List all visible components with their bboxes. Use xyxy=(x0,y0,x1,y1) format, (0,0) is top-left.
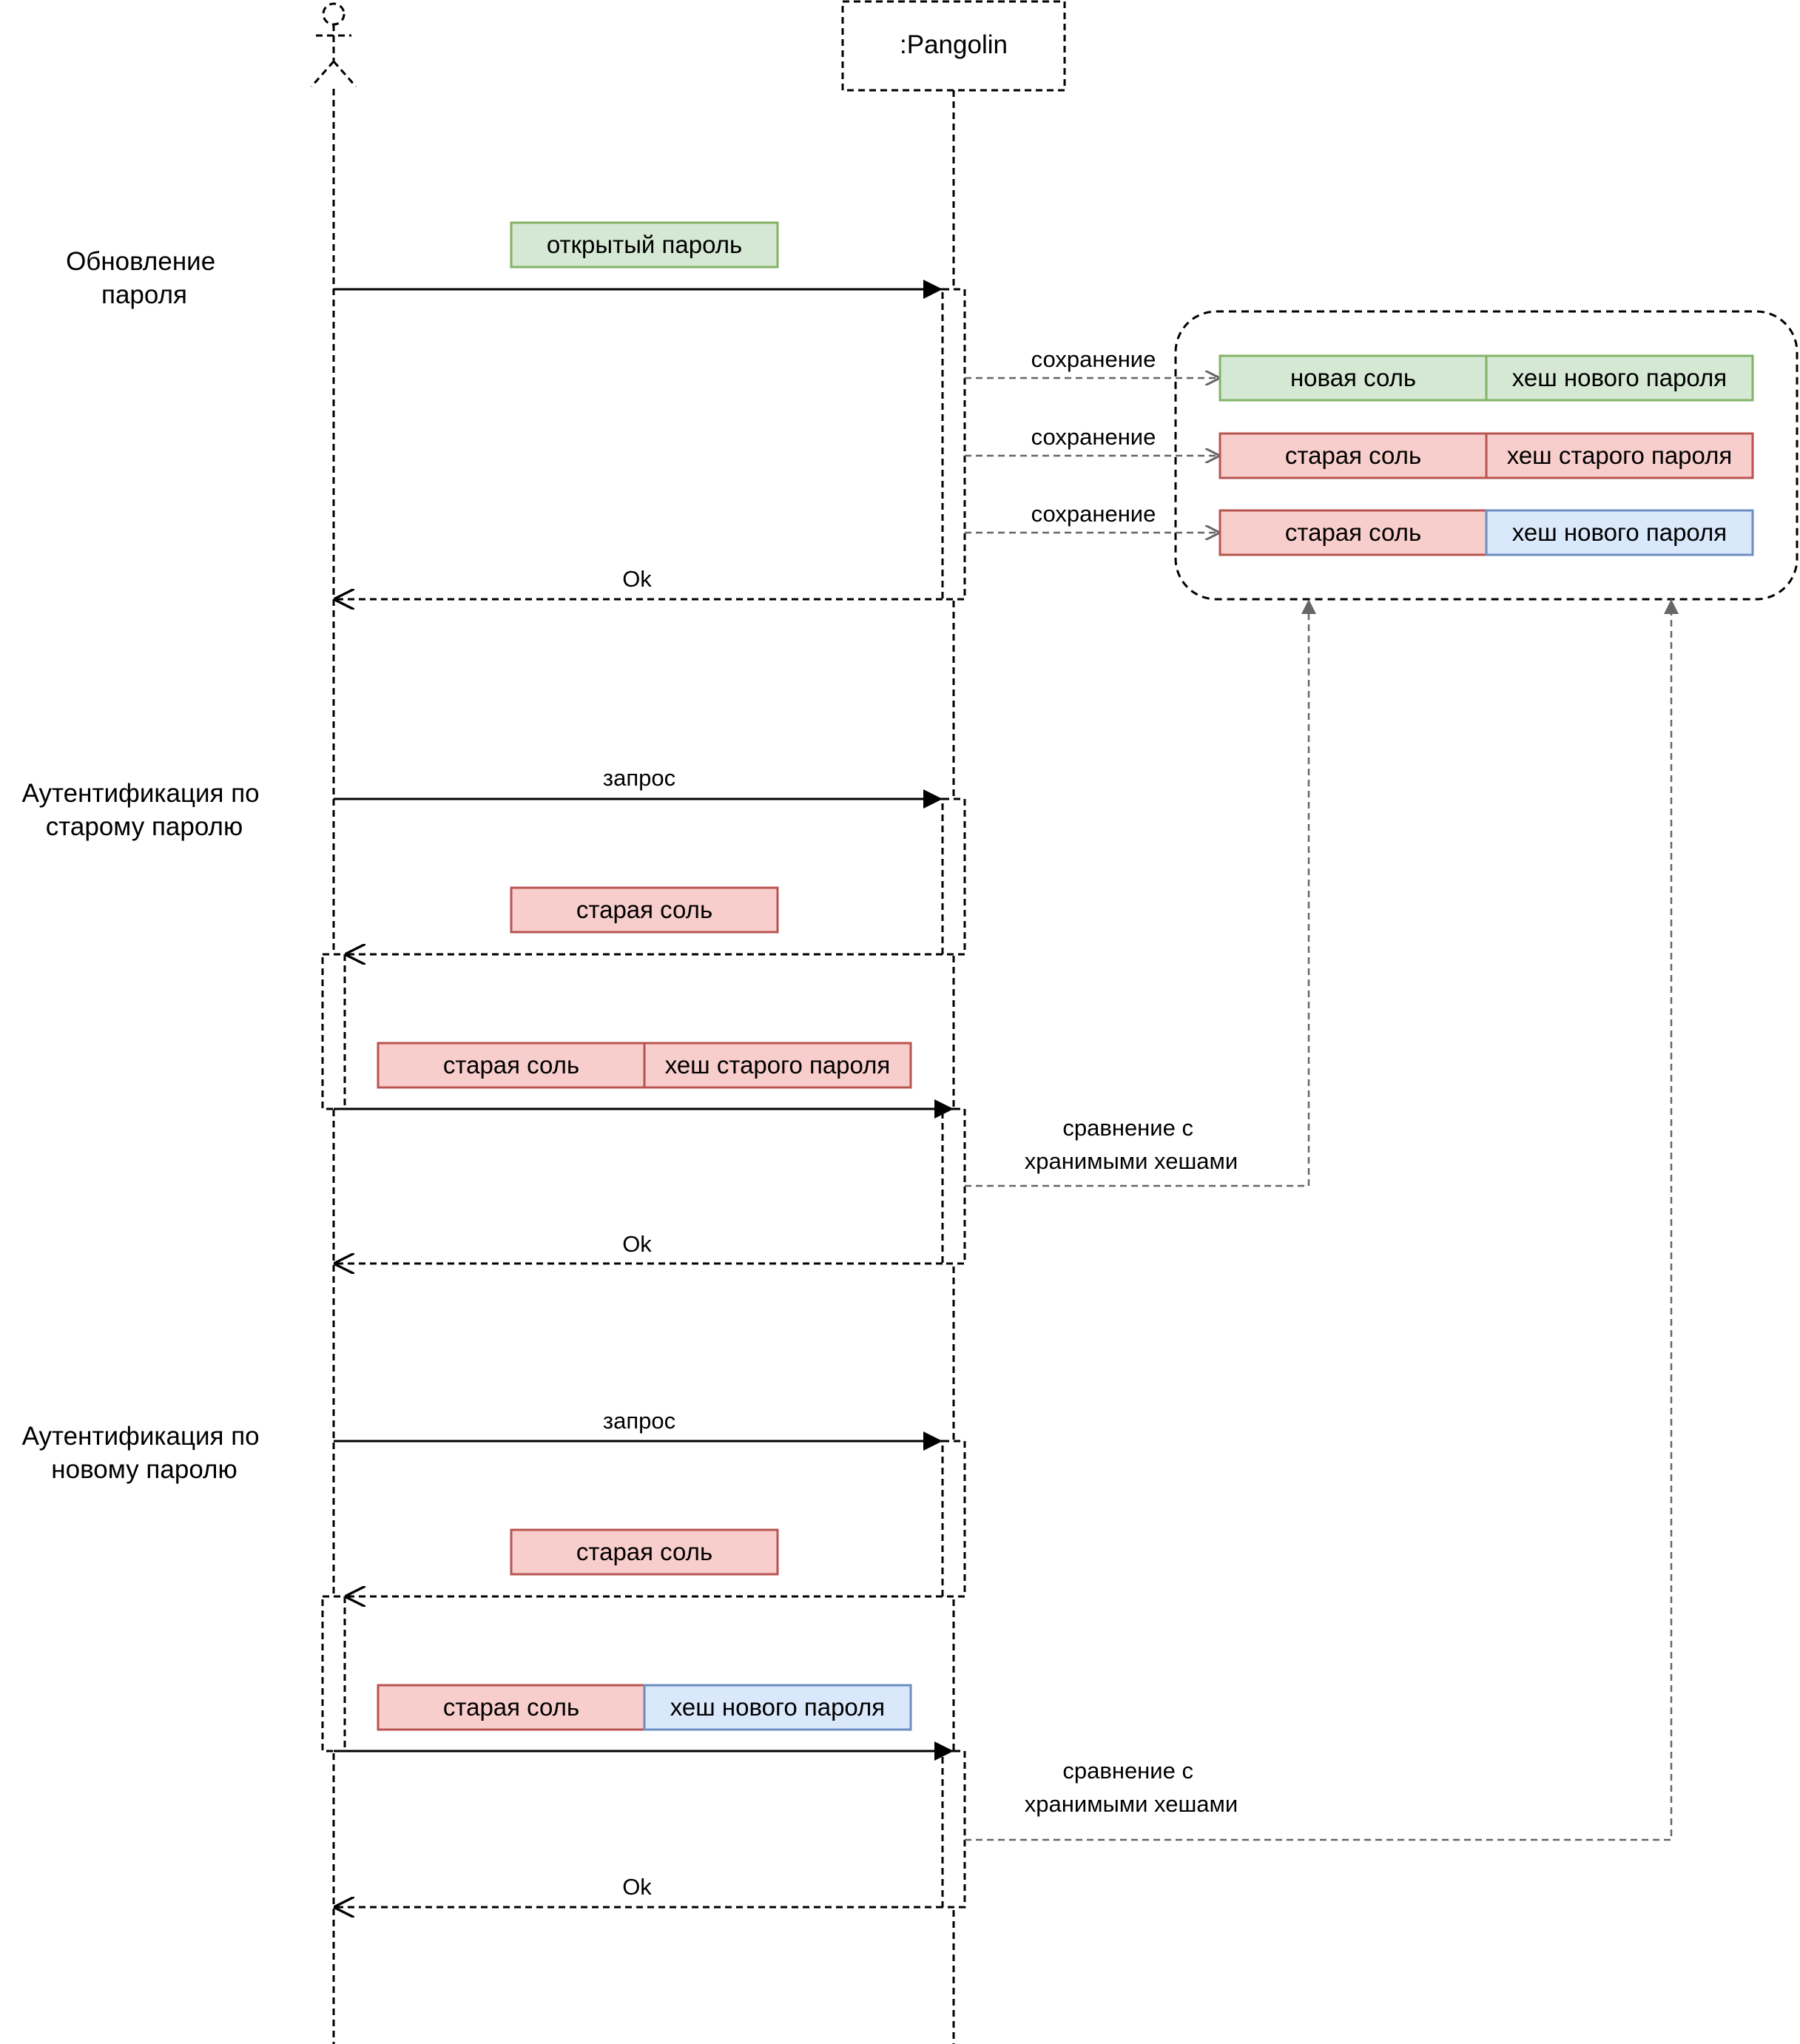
new-credentials-field: старая соль хеш нового пароля xyxy=(377,1684,912,1731)
svg-text:старая соль: старая соль xyxy=(1285,442,1421,469)
svg-text:старая соль: старая соль xyxy=(576,1538,712,1565)
svg-text:старая соль: старая соль xyxy=(443,1693,579,1721)
old-credentials-field: старая соль хеш старого пароля xyxy=(377,1042,912,1089)
storage-container xyxy=(1174,310,1799,601)
stored-record-mixed: старая соль хеш нового пароля xyxy=(1218,509,1754,556)
svg-text:старая соль: старая соль xyxy=(1285,519,1421,546)
ok-label: Ok xyxy=(622,566,652,592)
stored-record-new: новая соль хеш нового пароля xyxy=(1218,354,1754,402)
participant-name: :Pangolin xyxy=(900,30,1008,59)
svg-text:хеш старого пароля: хеш старого пароля xyxy=(1507,442,1733,469)
activation-bar xyxy=(321,1595,346,1753)
old-salt-field: старая соль xyxy=(510,1528,779,1576)
activation-bar xyxy=(941,1750,966,1909)
svg-text:старая соль: старая соль xyxy=(576,896,712,923)
plain-password-field: открытый пароль xyxy=(510,221,779,269)
svg-text:старая соль: старая соль xyxy=(443,1051,579,1079)
activation-bar xyxy=(941,1107,966,1265)
request-label: запрос xyxy=(603,1408,675,1434)
activation-bars xyxy=(321,288,966,1909)
ok-label: Ok xyxy=(622,1874,652,1900)
compare-arrow xyxy=(965,599,1316,1187)
request-label: запрос xyxy=(603,765,675,791)
section-label-auth-old: Аутентификация по старому паролю xyxy=(22,779,267,841)
svg-text:хеш старого пароля: хеш старого пароля xyxy=(665,1051,891,1079)
save-label: сохранение xyxy=(1031,424,1156,450)
old-salt-field: старая соль xyxy=(510,886,779,934)
svg-text:хеш нового пароля: хеш нового пароля xyxy=(1512,519,1727,546)
svg-text:открытый пароль: открытый пароль xyxy=(547,231,742,258)
compare-label: сравнение с хранимыми хешами xyxy=(1025,1758,1238,1817)
section-label-update: Обновление пароля xyxy=(66,247,223,309)
actor-icon xyxy=(310,2,357,87)
activation-bar xyxy=(321,953,346,1110)
activation-bar xyxy=(941,797,966,956)
stored-record-old: старая соль хеш старого пароля xyxy=(1218,432,1754,479)
svg-text:хеш нового пароля: хеш нового пароля xyxy=(670,1693,885,1721)
activation-bar xyxy=(941,1440,966,1598)
svg-text:новая соль: новая соль xyxy=(1290,364,1416,391)
svg-text:хеш нового пароля: хеш нового пароля xyxy=(1512,364,1727,391)
activation-bar xyxy=(941,288,966,601)
compare-arrow xyxy=(965,599,1679,1841)
ok-label: Ok xyxy=(622,1231,652,1257)
save-label: сохранение xyxy=(1031,346,1156,372)
save-label: сохранение xyxy=(1031,501,1156,527)
section-label-auth-new: Аутентификация по новому паролю xyxy=(22,1422,267,1484)
compare-label: сравнение с хранимыми хешами xyxy=(1025,1115,1238,1174)
participant-box: :Pangolin xyxy=(841,0,1066,92)
